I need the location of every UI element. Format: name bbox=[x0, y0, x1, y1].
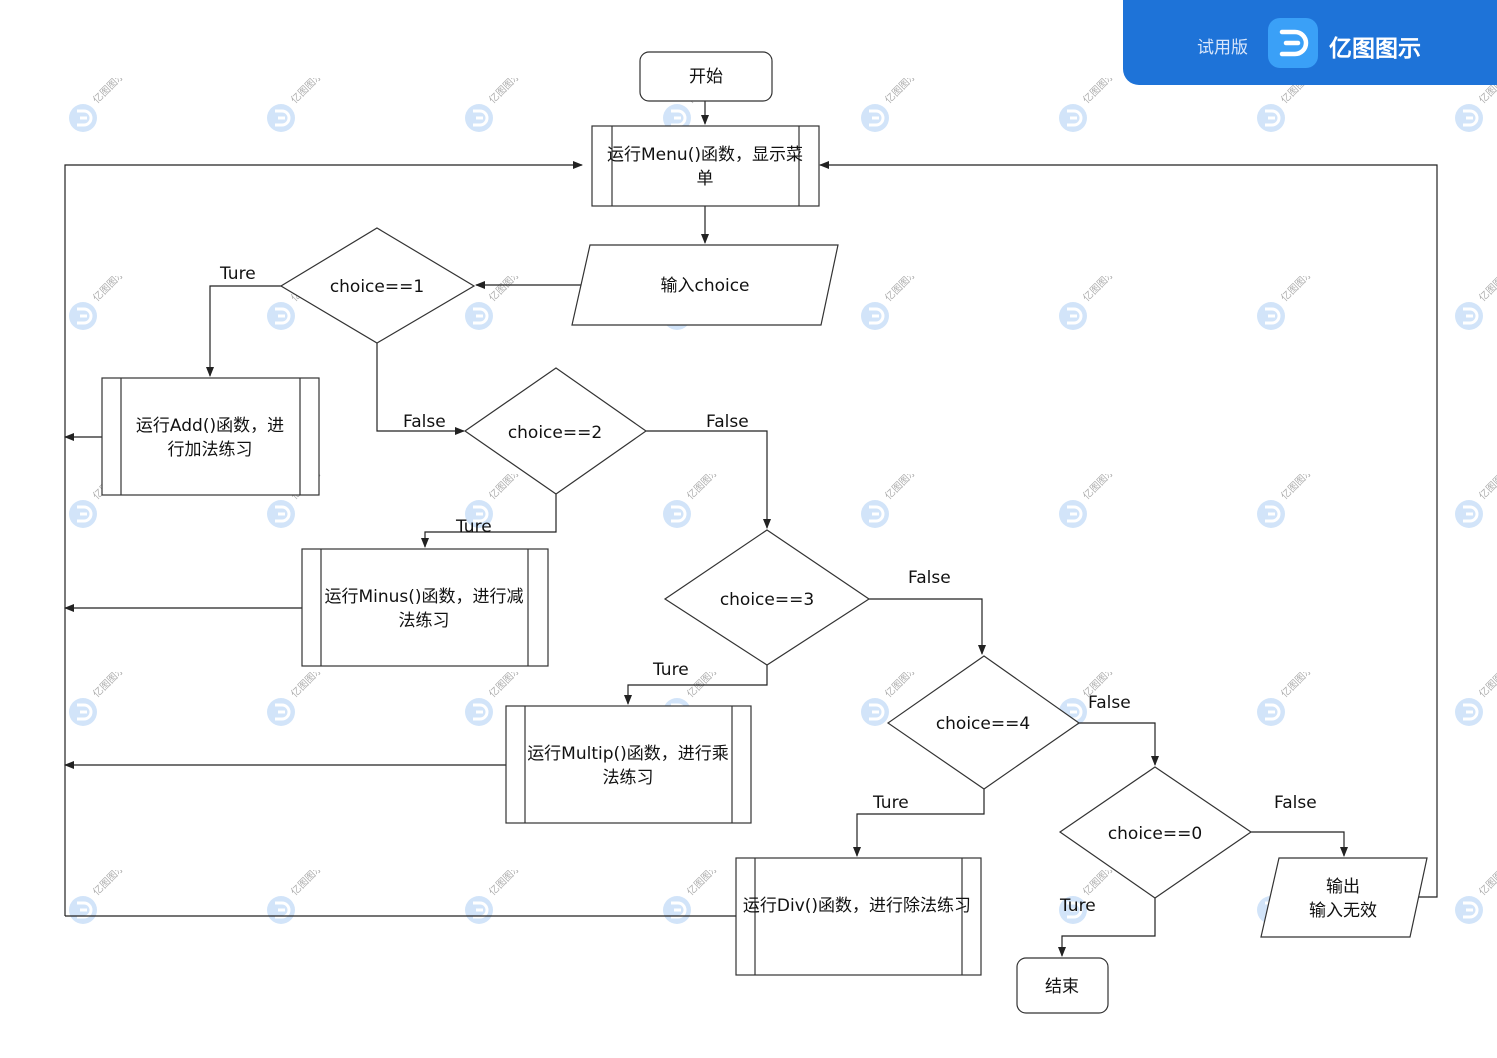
node-label-line: 行加法练习 bbox=[168, 440, 253, 460]
node-label-line: 运行Minus()函数，进行减 bbox=[324, 587, 523, 607]
node-add[interactable]: 运行Add()函数，进行加法练习 bbox=[101, 377, 320, 496]
node-d4[interactable]: choice==4 bbox=[886, 655, 1081, 790]
label-d1-false: False bbox=[403, 412, 446, 432]
node-label-line: 法练习 bbox=[603, 768, 654, 788]
label-d4-true: Ture bbox=[872, 793, 909, 813]
node-input[interactable]: 输入choice bbox=[571, 244, 839, 326]
node-div[interactable]: 运行Div()函数，进行除法练习 bbox=[735, 857, 982, 976]
node-d0[interactable]: choice==0 bbox=[1058, 766, 1253, 899]
trial-banner[interactable]: 试用版 亿图图示 bbox=[1123, 0, 1497, 85]
edge-d0-end bbox=[1058, 898, 1156, 957]
node-end-label: 结束 bbox=[1045, 977, 1079, 997]
edge-d0-invalid bbox=[1251, 831, 1348, 857]
node-multip-label: 运行Multip()函数，进行乘法练习 bbox=[527, 744, 729, 788]
label-d0-false: False bbox=[1274, 793, 1317, 813]
brand-name: 亿图图示 bbox=[1329, 36, 1421, 62]
node-label-line: 运行Div()函数，进行除法练习 bbox=[743, 896, 971, 916]
node-label-line: 运行Menu()函数，显示菜 bbox=[607, 145, 803, 165]
label-d0-true: Ture bbox=[1059, 896, 1096, 916]
node-multip[interactable]: 运行Multip()函数，进行乘法练习 bbox=[505, 705, 752, 824]
edge-d2-d3 bbox=[646, 430, 771, 529]
edges bbox=[64, 101, 1438, 957]
edge-d2-minus bbox=[421, 494, 557, 548]
node-menu[interactable]: 运行Menu()函数，显示菜单 bbox=[591, 125, 820, 207]
label-d2-false: False bbox=[706, 412, 749, 432]
node-d1[interactable]: choice==1 bbox=[279, 227, 476, 344]
node-div-label: 运行Div()函数，进行除法练习 bbox=[743, 896, 971, 916]
label-d3-false: False bbox=[908, 568, 951, 588]
node-d2[interactable]: choice==2 bbox=[463, 367, 648, 495]
node-d3-label: choice==3 bbox=[720, 590, 814, 610]
node-start-label: 开始 bbox=[689, 67, 723, 87]
node-start[interactable]: 开始 bbox=[639, 51, 773, 102]
node-label-line: 运行Add()函数，进 bbox=[136, 416, 284, 436]
edge-d4-d0 bbox=[1079, 722, 1159, 766]
node-d1-label: choice==1 bbox=[330, 277, 424, 297]
edge-labels: Ture False False Ture False Ture False T… bbox=[219, 264, 1317, 916]
edge-d3-d4 bbox=[869, 598, 986, 655]
node-d4-label: choice==4 bbox=[936, 714, 1030, 734]
node-add-label: 运行Add()函数，进行加法练习 bbox=[136, 416, 284, 460]
edge-d3-multip bbox=[624, 665, 768, 705]
node-invalid-label: 输出输入无效 bbox=[1309, 877, 1377, 921]
node-d0-label: choice==0 bbox=[1108, 824, 1202, 844]
node-invalid[interactable]: 输出输入无效 bbox=[1260, 857, 1428, 938]
edge-d1-d2 bbox=[376, 343, 465, 435]
node-menu-label: 运行Menu()函数，显示菜单 bbox=[607, 145, 803, 189]
label-d1-true: Ture bbox=[219, 264, 256, 284]
edge-left-return-main bbox=[64, 161, 583, 916]
node-label-line: 输入无效 bbox=[1309, 901, 1377, 921]
edraw-logo-icon bbox=[1268, 18, 1318, 68]
node-d3[interactable]: choice==3 bbox=[663, 529, 871, 666]
edge-d1-add bbox=[206, 285, 282, 377]
node-minus[interactable]: 运行Minus()函数，进行减法练习 bbox=[301, 548, 549, 667]
label-d4-false: False bbox=[1088, 693, 1131, 713]
label-d2-true: Ture bbox=[455, 517, 492, 537]
node-label-line: 单 bbox=[697, 169, 714, 189]
trial-label: 试用版 bbox=[1197, 38, 1248, 58]
node-label-line: 法练习 bbox=[399, 611, 450, 631]
node-label-line: 运行Multip()函数，进行乘 bbox=[527, 744, 729, 764]
node-input-label: 输入choice bbox=[660, 276, 749, 296]
edge-invalid-menu bbox=[819, 161, 1438, 898]
edge-d4-div bbox=[853, 789, 985, 857]
node-end[interactable]: 结束 bbox=[1016, 957, 1109, 1014]
node-label-line: 输出 bbox=[1326, 877, 1360, 897]
node-d2-label: choice==2 bbox=[508, 423, 602, 443]
label-d3-true: Ture bbox=[652, 660, 689, 680]
node-minus-label: 运行Minus()函数，进行减法练习 bbox=[324, 587, 523, 631]
